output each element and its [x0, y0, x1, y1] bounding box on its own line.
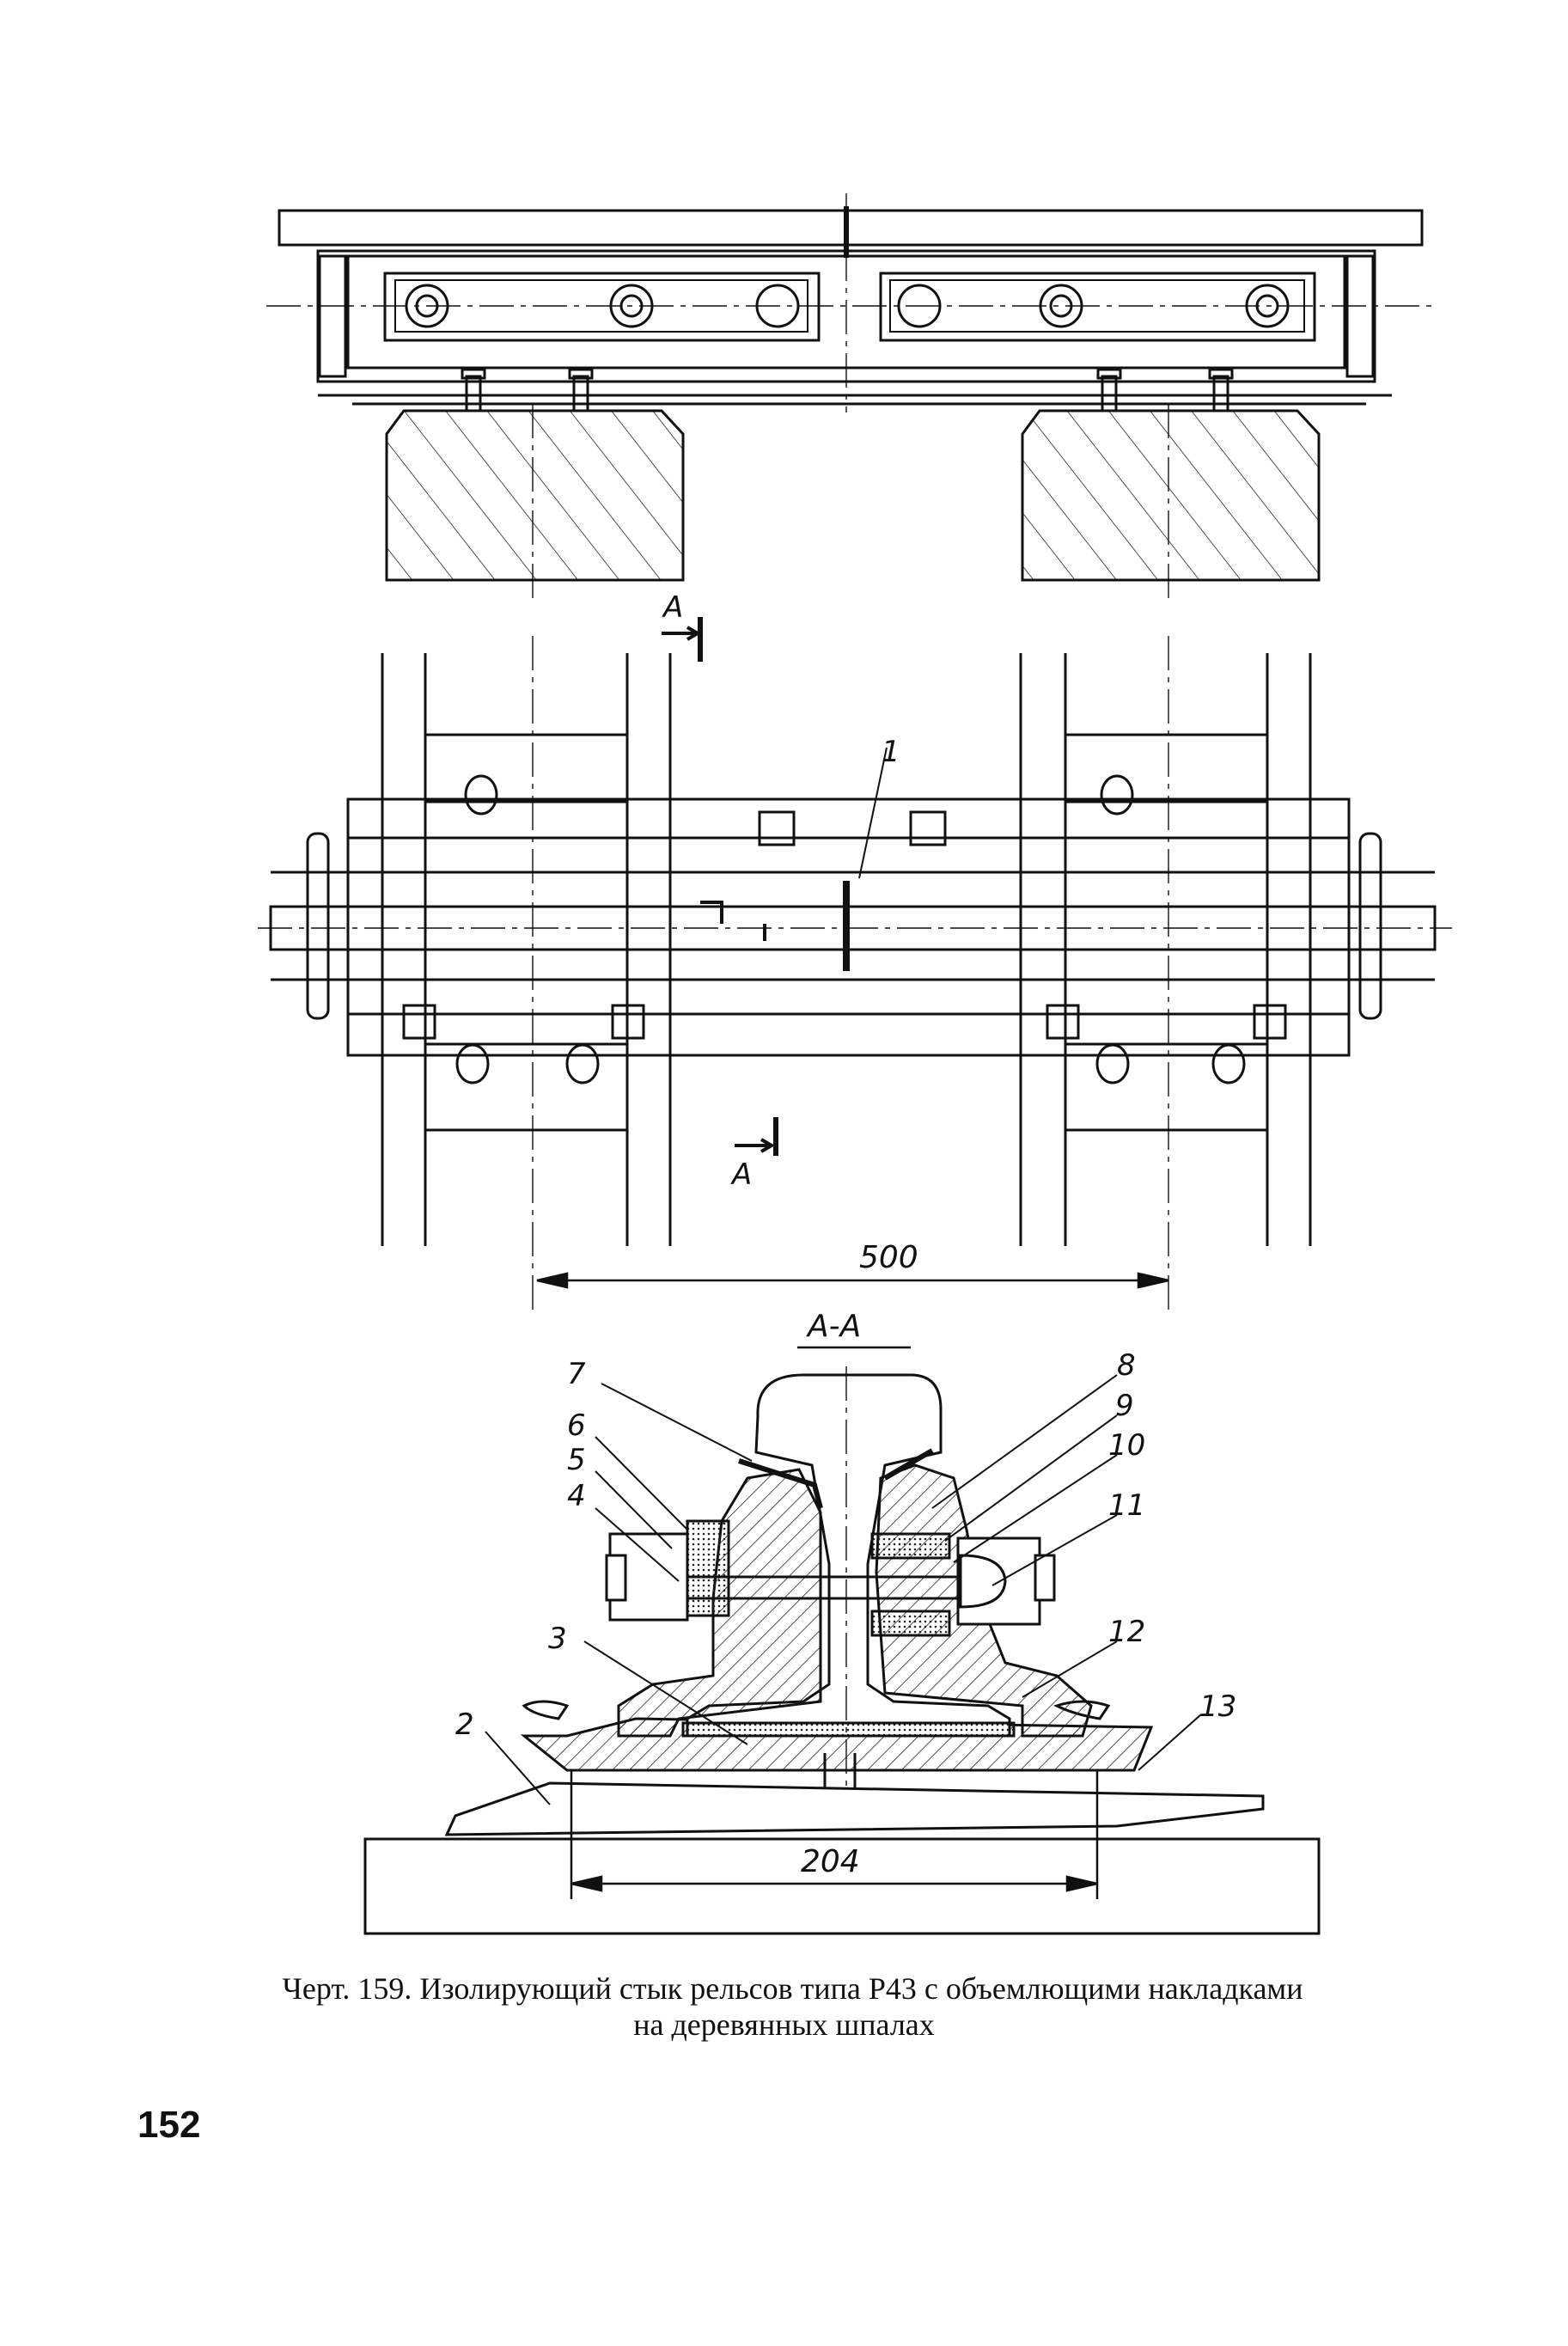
callout-12: 12 [1108, 1615, 1145, 1649]
callout-10: 10 [1108, 1428, 1145, 1463]
section-mark-top-label: A [662, 590, 683, 625]
figure-caption-line-2: на деревянных шпалах [633, 2007, 935, 2042]
dimension-204-label: 204 [801, 1844, 860, 1879]
callout-1: 1 [882, 735, 900, 769]
page-number: 152 [137, 2104, 201, 2146]
sleepers-elevation [385, 404, 1321, 602]
callout-7: 7 [567, 1357, 586, 1391]
callout-2: 2 [455, 1708, 474, 1742]
callout-6: 6 [567, 1408, 586, 1443]
side-elevation [266, 193, 1435, 412]
cross-section [363, 1366, 1321, 1935]
callout-5: 5 [567, 1443, 586, 1477]
section-mark-bottom [735, 1117, 778, 1156]
dimension-204 [570, 1770, 1099, 1899]
plan-view [258, 636, 1452, 1315]
section-mark-bottom-label: A [730, 1158, 752, 1192]
callout-4: 4 [567, 1479, 586, 1513]
callout-8: 8 [1117, 1348, 1136, 1383]
callout-3: 3 [548, 1622, 567, 1656]
dimension-500 [536, 1272, 1169, 1289]
callout-9: 9 [1115, 1389, 1134, 1423]
dimension-500-label: 500 [859, 1240, 918, 1275]
figure-caption-line-1: Черт. 159. Изолирующий стык рельсов типа… [282, 1971, 1303, 2006]
callout-13: 13 [1199, 1689, 1236, 1724]
section-mark-top [662, 617, 703, 662]
callouts-section: 7 6 5 4 3 2 8 9 10 11 12 13 [455, 1348, 1236, 1742]
callout-11: 11 [1108, 1488, 1145, 1523]
section-title: А-А [806, 1309, 861, 1344]
leader-lines [485, 1374, 1202, 1805]
nuts-plan [402, 774, 1287, 1084]
